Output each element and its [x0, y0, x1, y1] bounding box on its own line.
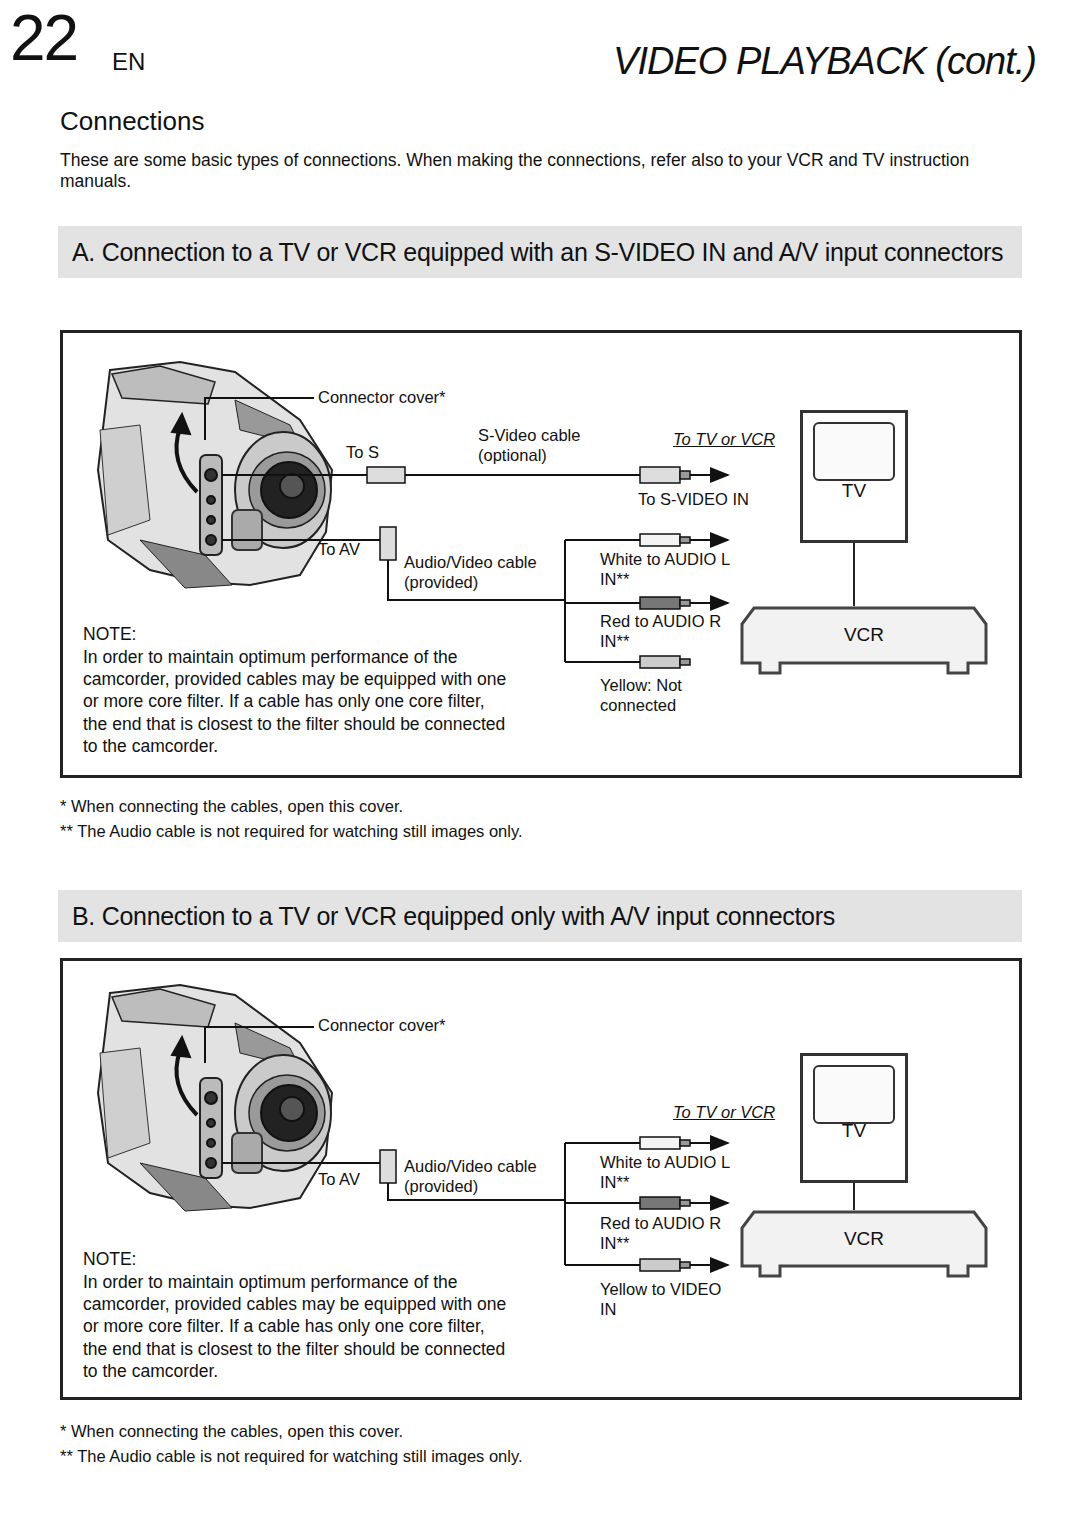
footnote: * When connecting the cables, open this …: [60, 1422, 403, 1442]
diagram-frame: NOTE:In order to maintain optimum perfor…: [60, 958, 1022, 1400]
intro-text: These are some basic types of connection…: [60, 150, 1020, 192]
note-text: In order to maintain optimum performance…: [83, 1271, 513, 1382]
section-title: Connections: [60, 106, 205, 137]
callout-label: Connector cover*: [318, 388, 445, 408]
note-text: In order to maintain optimum performance…: [83, 646, 513, 757]
connector-line: [853, 543, 855, 606]
jack-label: To S: [346, 443, 379, 463]
footnote: ** The Audio cable is not required for w…: [60, 822, 523, 842]
plug-label: White to AUDIO L IN**: [600, 550, 735, 590]
note-heading: NOTE:: [83, 623, 136, 645]
tv-screen: [813, 422, 895, 481]
section-heading: A. Connection to a TV or VCR equipped wi…: [102, 234, 1008, 270]
callout-label: Connector cover*: [318, 1016, 445, 1036]
footnote: ** The Audio cable is not required for w…: [60, 1447, 523, 1467]
cable-label: Audio/Video cable (provided): [404, 553, 559, 593]
page-number: 22: [10, 6, 77, 70]
connector-line: [853, 1183, 855, 1210]
cable-label: Audio/Video cable (provided): [404, 1157, 559, 1197]
tv-screen: [813, 1065, 895, 1124]
plug-label: White to AUDIO L IN**: [600, 1153, 735, 1193]
device-name: TV: [803, 1120, 905, 1142]
section-heading: B. Connection to a TV or VCR equipped on…: [102, 898, 1008, 934]
note-heading: NOTE:: [83, 1248, 136, 1270]
jack-label: To AV: [318, 1170, 360, 1190]
tv-box: TV: [800, 410, 908, 543]
vcr-box: VCR: [740, 606, 988, 675]
footnote: * When connecting the cables, open this …: [60, 797, 403, 817]
device-name: TV: [803, 480, 905, 502]
destination-label: To TV or VCR: [673, 1103, 775, 1123]
language-code: EN: [112, 48, 145, 77]
plug-label: Red to AUDIO R IN**: [600, 1214, 735, 1254]
device-name: VCR: [740, 1228, 988, 1250]
section-heading-band: A. Connection to a TV or VCR equipped wi…: [58, 226, 1022, 278]
vcr-box: VCR: [740, 1210, 988, 1278]
jack-label: To S-VIDEO IN: [638, 490, 749, 510]
plug-label: Yellow: Not connected: [600, 676, 735, 716]
plug-label: Yellow to VIDEO IN: [600, 1280, 735, 1320]
plug-label: Red to AUDIO R IN**: [600, 612, 735, 652]
jack-label: To AV: [318, 540, 360, 560]
device-name: VCR: [740, 624, 988, 646]
tv-box: TV: [800, 1053, 908, 1183]
page-title: VIDEO PLAYBACK (cont.): [613, 40, 1036, 83]
section-heading-band: B. Connection to a TV or VCR equipped on…: [58, 890, 1022, 942]
destination-label: To TV or VCR: [673, 430, 775, 450]
cable-label: S-Video cable (optional): [478, 426, 603, 466]
diagram-frame: NOTE:In order to maintain optimum perfor…: [60, 330, 1022, 778]
